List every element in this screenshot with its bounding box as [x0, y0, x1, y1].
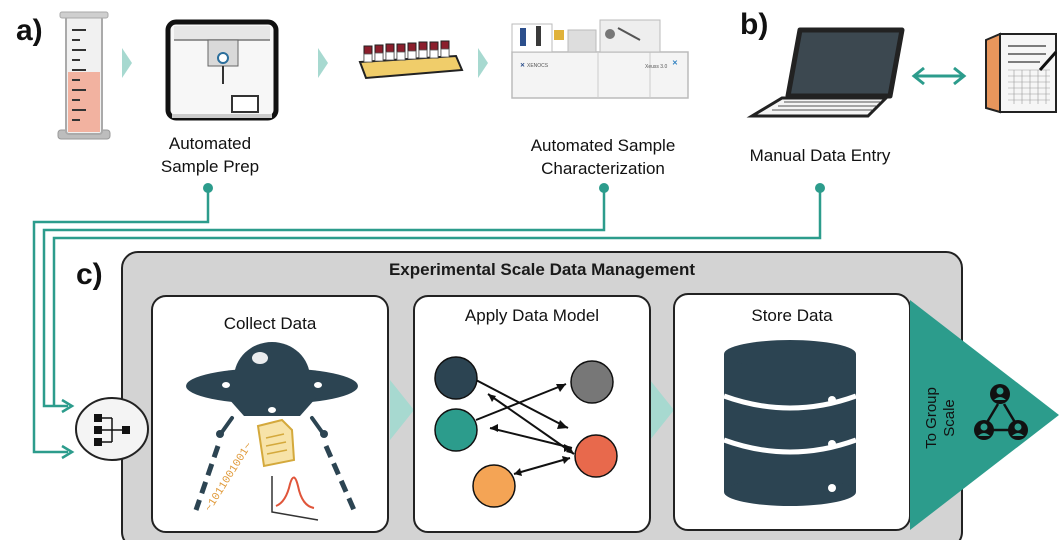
ufo-icon: [186, 342, 358, 438]
laptop-notebook-arrow: [911, 66, 967, 86]
pipetting-robot-icon: [165, 19, 279, 121]
beam-lines: [193, 444, 357, 512]
flow-chevrons-top: [122, 48, 488, 78]
document-icon: [256, 418, 296, 468]
collect-data-label: Collect Data: [223, 314, 317, 333]
database-icon: [723, 340, 857, 506]
instrument-model: Xeuss 3.0: [645, 64, 667, 70]
notebook-icon: [985, 32, 1058, 114]
flowchart-hub-icon[interactable]: [75, 397, 149, 461]
panel-label-a: a): [16, 14, 43, 47]
laptop-icon: [746, 27, 905, 118]
manual-entry-label: Manual Data Entry: [749, 146, 891, 165]
characterization-instrument-icon: ✕ XENOCS Xeuss 3.0 ✕: [511, 19, 689, 99]
hub-arrowheads: [61, 398, 75, 460]
sample-tray-icon: [358, 40, 464, 80]
to-group-scale-arrow: [910, 300, 1059, 530]
spectrum-plot-icon: [271, 476, 319, 521]
apply-data-model-label: Apply Data Model: [464, 306, 600, 325]
instrument-brand: XENOCS: [527, 63, 549, 69]
panel-label-b: b): [740, 8, 769, 41]
svg-text:✕: ✕: [520, 62, 525, 69]
connector-dots: [203, 183, 825, 193]
group-scale-label-line2: Scale: [941, 399, 958, 437]
store-data-label: Store Data: [751, 306, 833, 325]
svg-text:✕: ✕: [672, 60, 678, 67]
panel-label-c: c): [76, 258, 103, 291]
sample-prep-label: Automated Sample Prep: [160, 134, 260, 176]
data-flow-lines: [32, 188, 822, 454]
characterization-label: Automated Sample Characterization: [530, 136, 676, 178]
data-model-graph: [434, 356, 618, 508]
group-network-icon: [974, 384, 1028, 440]
flow-chevrons-panel: [390, 380, 674, 440]
group-scale-label-line1: To Group: [923, 387, 940, 449]
data-management-title: Experimental Scale Data Management: [388, 260, 696, 279]
graduated-cylinder-icon: [57, 11, 111, 140]
